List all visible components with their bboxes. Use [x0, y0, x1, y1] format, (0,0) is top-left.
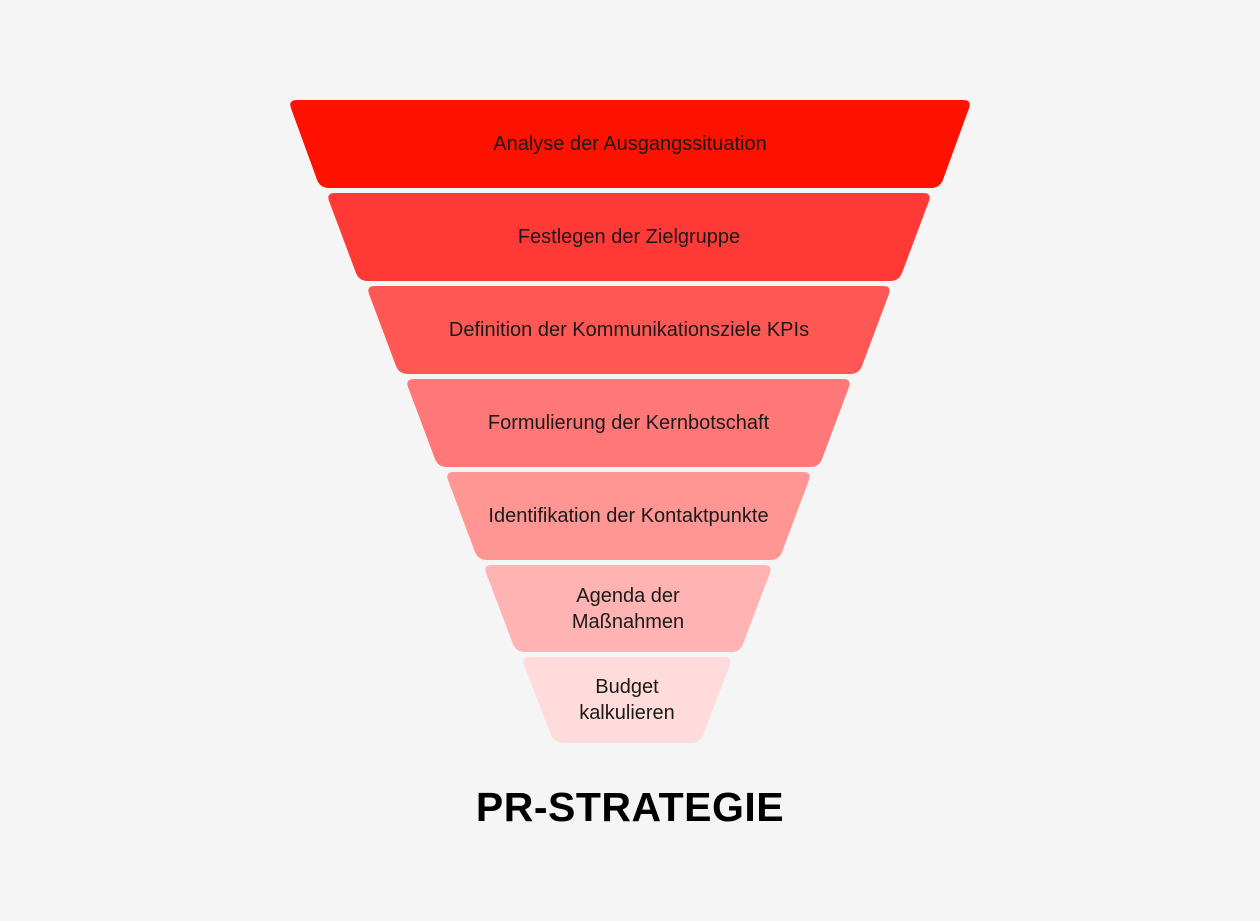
funnel-layer-2: [328, 193, 930, 281]
funnel-layer-4: [407, 379, 850, 467]
funnel-layer-7: [523, 657, 731, 743]
funnel-layer-1: [290, 100, 970, 188]
diagram-title: PR-STRATEGIE: [475, 784, 785, 830]
funnel-layer-5: [447, 472, 810, 560]
funnel-layer-6: [485, 565, 771, 652]
funnel-layer-3: [368, 286, 890, 374]
